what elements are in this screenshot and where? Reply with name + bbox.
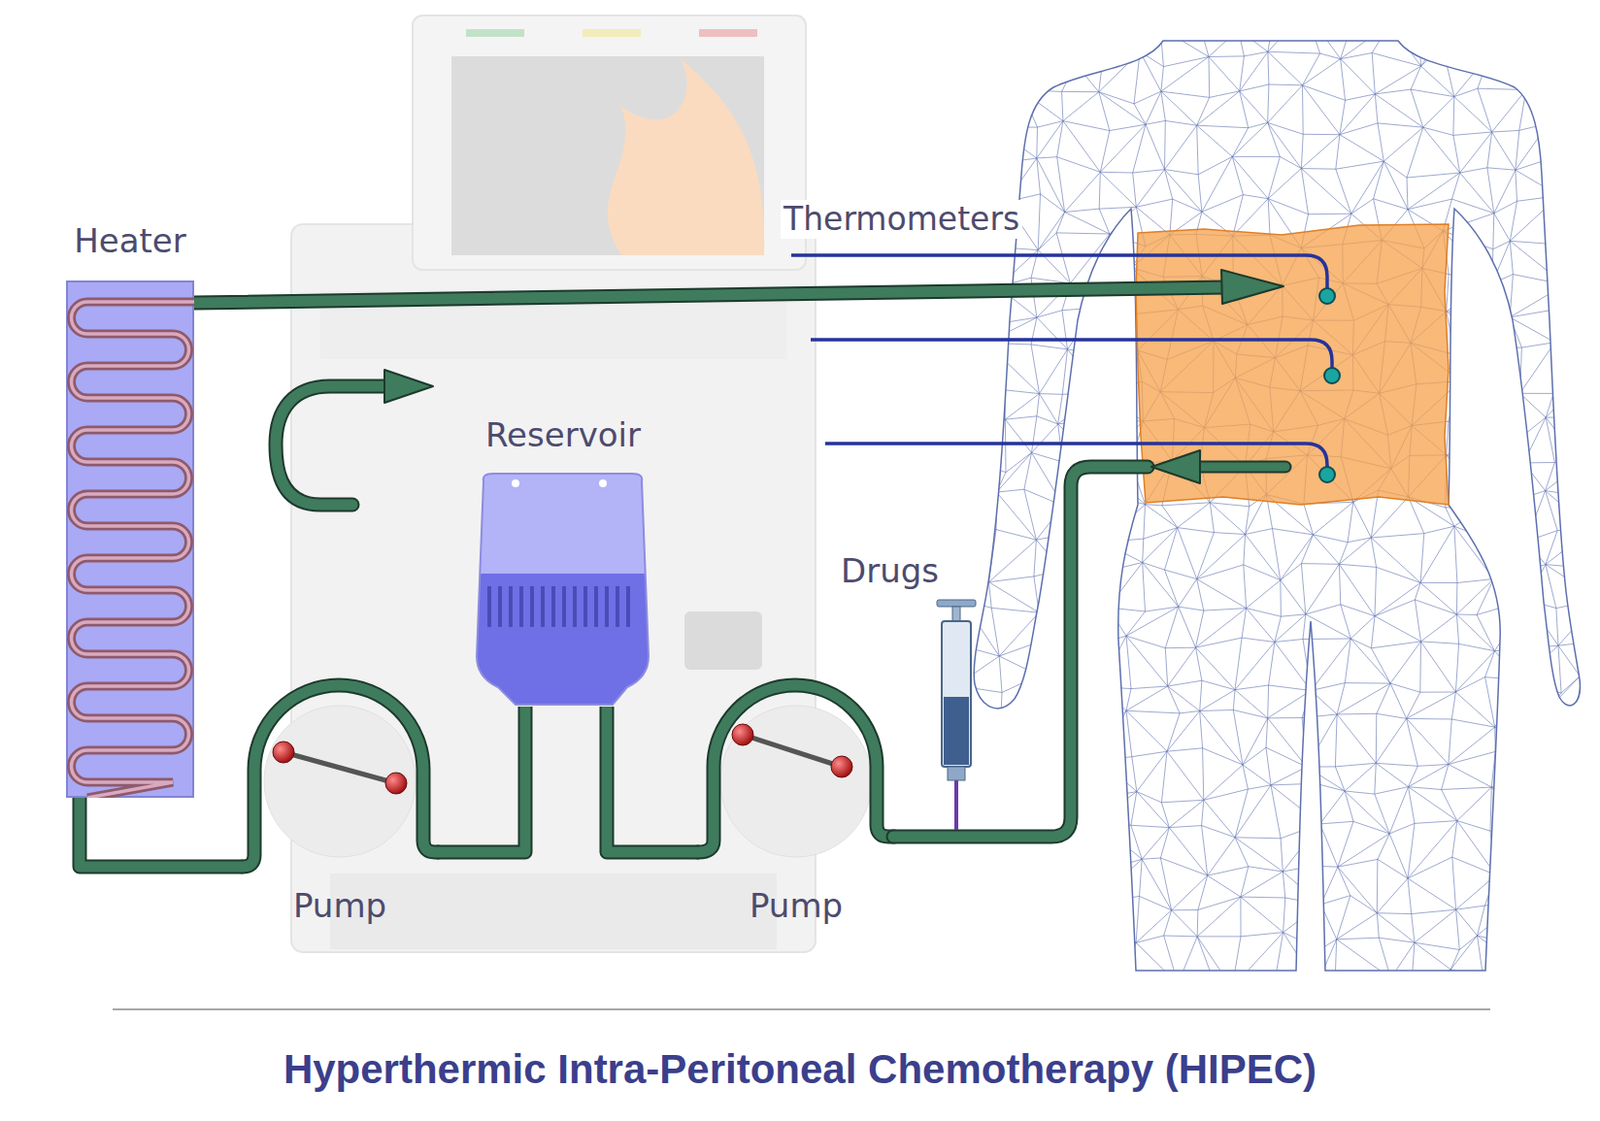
heater-graphic [66,280,195,799]
reservoir-bag: Reservoir [456,415,670,707]
arrowheads [384,269,1284,484]
bag-fluid [471,573,654,707]
machine-screen-housing [412,15,806,270]
status-light [699,29,758,37]
heater-coil [71,301,196,799]
pump-housing [264,705,416,858]
thermometer-tips [1319,288,1340,483]
pump-rollers [272,724,853,795]
human-body [951,10,1600,1027]
thermometer-tip [1319,466,1335,483]
tube-outline [606,706,700,853]
tube-outline [194,287,1226,303]
thermometer-tip [1319,288,1335,304]
pump-housing [720,705,872,858]
tube-connector [606,706,700,853]
tube-outline [1194,461,1286,474]
syringe-hub [947,766,966,781]
outflow-tube [893,466,1148,837]
part-label: Thermometers [780,200,1023,239]
tubing [194,287,1286,867]
bag-outline [476,473,649,705]
inflow-tube [194,287,1226,303]
tube-connector-group [79,798,243,867]
component-node: Pump [699,671,894,927]
component-label: Pump [749,886,843,927]
syringe-plunger-handle [936,600,976,607]
syringe-needle [954,779,959,831]
component-node: Drugs [833,551,999,832]
tube-connector-group [606,706,700,853]
arrowhead [384,369,434,403]
tube-outline [275,386,387,505]
status-light [582,29,641,37]
component-label: Reservoir [485,415,641,456]
pump-tube [698,685,895,853]
roller [385,772,407,795]
machine-base [330,873,777,950]
tube-outline [698,685,895,853]
machine-display [684,611,763,670]
heater-plate [66,281,194,798]
roller [831,756,853,778]
tube-connector [436,706,526,853]
tube-outline [79,798,243,867]
roller [732,724,754,746]
abdomen-region [1135,224,1449,505]
bag-body [476,473,649,705]
arrowhead [1221,269,1284,304]
figure-caption: Hyperthermic Intra-Peritoneal Chemothera… [0,1044,1600,1096]
thermometer-wire [810,339,1333,369]
tube-outline [242,685,438,867]
bag-fluid-pattern [489,586,629,628]
component-node: Pump [242,671,437,927]
syringe-barrel [941,621,971,767]
tube-connector [79,798,243,867]
tube-connector-group [436,706,526,853]
syringe [936,600,976,831]
screen-flame [607,58,765,256]
component-label: Heater [73,221,187,262]
outflow-arrow [1194,463,1286,472]
tube-outline [436,706,526,853]
caption-rule [112,1008,1491,1011]
machine-screen [451,56,765,256]
heater-box [66,280,195,799]
bag-hole [511,479,520,488]
flow-direction-arrow [275,386,387,505]
arrowhead [1151,450,1200,484]
heater-unit: Heater [58,221,202,799]
bag-hole [599,479,607,488]
roller-arm [742,734,842,767]
bag-shape [471,471,654,707]
component-label: Pump [293,886,387,927]
pump-tube [242,685,438,867]
status-light [466,29,525,37]
thermometer-tip [1324,367,1340,384]
component-label: Drugs [840,551,939,592]
perfusion-machine [264,15,872,953]
heater-coil [71,301,196,799]
roller-arm [283,752,397,784]
body-mesh [951,10,1600,1027]
roller [272,741,295,764]
tube-outline [893,466,1148,837]
bag-graphic [471,471,654,707]
syringe-liquid [943,697,969,766]
